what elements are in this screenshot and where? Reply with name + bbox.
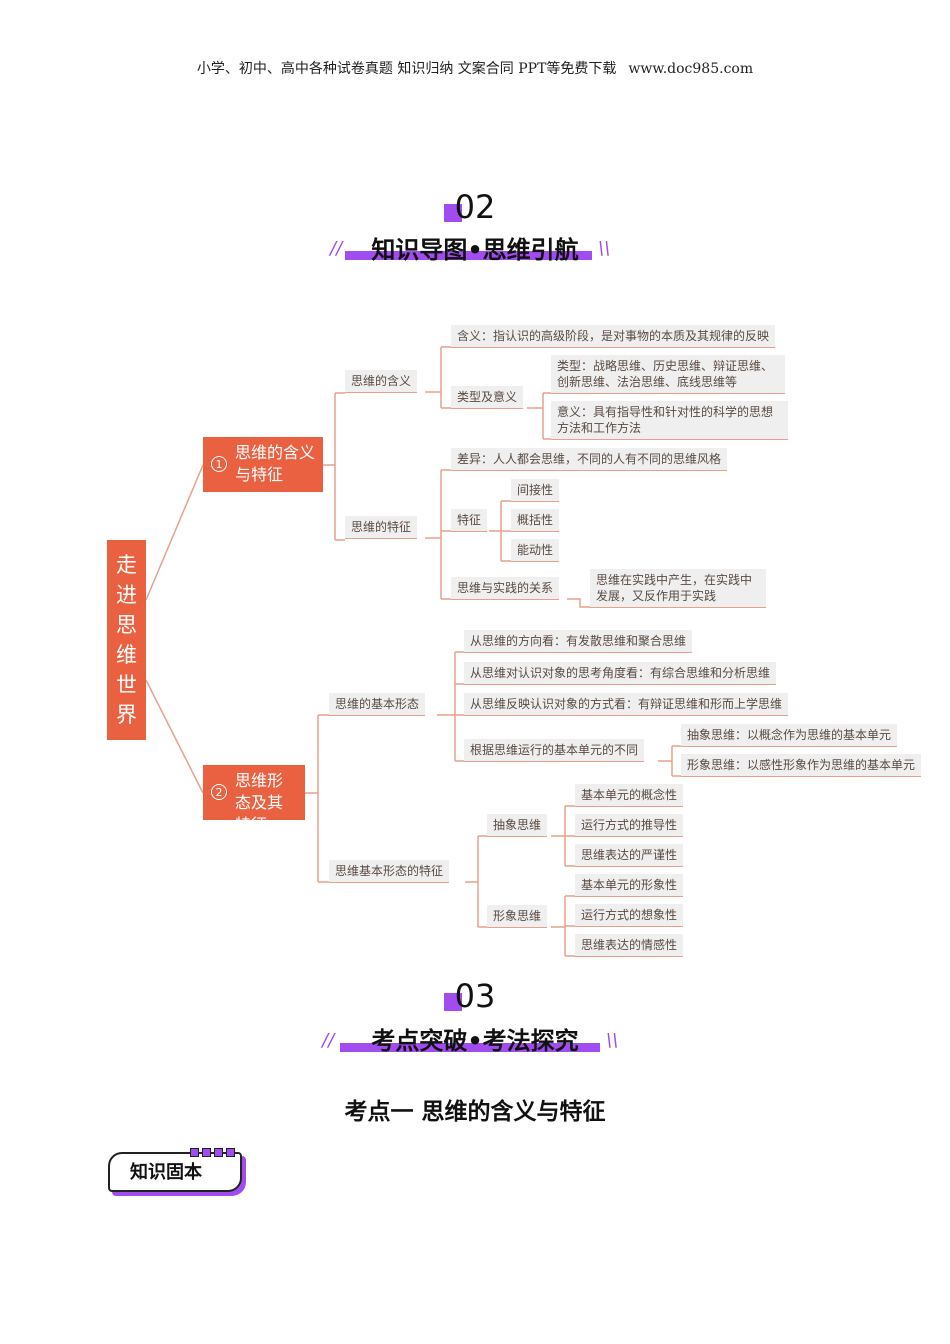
mindmap-root: 走进思维世界 [107, 540, 146, 740]
topic-heading: 考点一 思维的含义与特征 [344, 1099, 606, 1125]
root-char: 维 [116, 643, 137, 667]
node: 基本单元的概念性 [575, 784, 684, 807]
slash-decoration: // [330, 238, 343, 259]
node: 概括性 [511, 509, 560, 532]
badge-dots [190, 1148, 235, 1157]
root-char: 进 [116, 583, 137, 607]
node: 差异：人人都会思维，不同的人有不同的思维风格 [451, 448, 728, 471]
section-title: 知识导图•思维引航 [371, 236, 579, 264]
node: 运行方式的推导性 [575, 814, 684, 837]
slash-decoration: \\ [606, 1030, 619, 1051]
node: 思维表达的严谨性 [575, 844, 684, 867]
section-marker [444, 993, 462, 1011]
node: 思维在实践中产生，在实践中发展，又反作用于实践 [590, 569, 766, 608]
number-badge: 1 [211, 456, 227, 472]
node: 意义：具有指导性和针对性的科学的思想方法和工作方法 [551, 401, 788, 440]
node: 含义：指认识的高级阶段，是对事物的本质及其规律的反映 [451, 325, 776, 348]
branch-meaning-features: 1 思维的含义与特征 [203, 437, 323, 492]
node: 能动性 [511, 539, 560, 562]
slash-decoration: \\ [598, 238, 611, 259]
node: 间接性 [511, 479, 560, 502]
node: 特征 [451, 509, 488, 532]
node: 运行方式的想象性 [575, 904, 684, 927]
slash-decoration: // [322, 1030, 335, 1051]
node: 思维基本形态的特征 [329, 860, 450, 883]
branch-forms: 2 思维形态及其特征 [203, 765, 305, 834]
root-char: 走 [116, 553, 137, 577]
node: 思维的含义 [345, 370, 418, 393]
page-header: 小学、初中、高中各种试卷真题 知识归纳 文案合同 PPT等免费下载 www.doc… [0, 58, 950, 78]
root-char: 界 [116, 703, 137, 727]
node: 基本单元的形象性 [575, 874, 684, 897]
node: 思维的特征 [345, 516, 418, 539]
section-number: 03 [454, 977, 496, 1015]
section-title: 考点突破•考法探究 [371, 1027, 579, 1055]
node: 类型：战略思维、历史思维、辩证思维、创新思维、法治思维、底线思维等 [551, 355, 785, 394]
branch-label: 思维的含义与特征 [235, 443, 316, 484]
branch-label: 思维形态及其特征 [235, 771, 284, 834]
root-char: 世 [116, 673, 137, 697]
header-text: 小学、初中、高中各种试卷真题 知识归纳 文案合同 PPT等免费下载 [196, 61, 617, 77]
knowledge-badge: 知识固本 [108, 1152, 242, 1192]
root-char: 思 [116, 613, 137, 637]
title-highlight [345, 251, 592, 260]
node: 根据思维运行的基本单元的不同 [464, 739, 645, 762]
node: 抽象思维：以概念作为思维的基本单元 [681, 724, 898, 747]
section-marker [444, 204, 462, 222]
node: 形象思维 [487, 905, 548, 928]
node: 思维表达的情感性 [575, 934, 684, 957]
section-number: 02 [454, 188, 496, 226]
number-badge: 2 [211, 784, 227, 800]
node: 思维的基本形态 [329, 693, 426, 716]
title-highlight [340, 1043, 600, 1052]
node: 思维与实践的关系 [451, 577, 560, 600]
node: 从思维反映认识对象的方式看：有辩证思维和形而上学思维 [464, 693, 789, 716]
node: 形象思维：以感性形象作为思维的基本单元 [681, 754, 922, 777]
node: 抽象思维 [487, 814, 548, 837]
node: 从思维的方向看：有发散思维和聚合思维 [464, 630, 693, 653]
node: 类型及意义 [451, 386, 524, 409]
node: 从思维对认识对象的思考角度看：有综合思维和分析思维 [464, 662, 777, 685]
header-url[interactable]: www.doc985.com [628, 61, 754, 77]
